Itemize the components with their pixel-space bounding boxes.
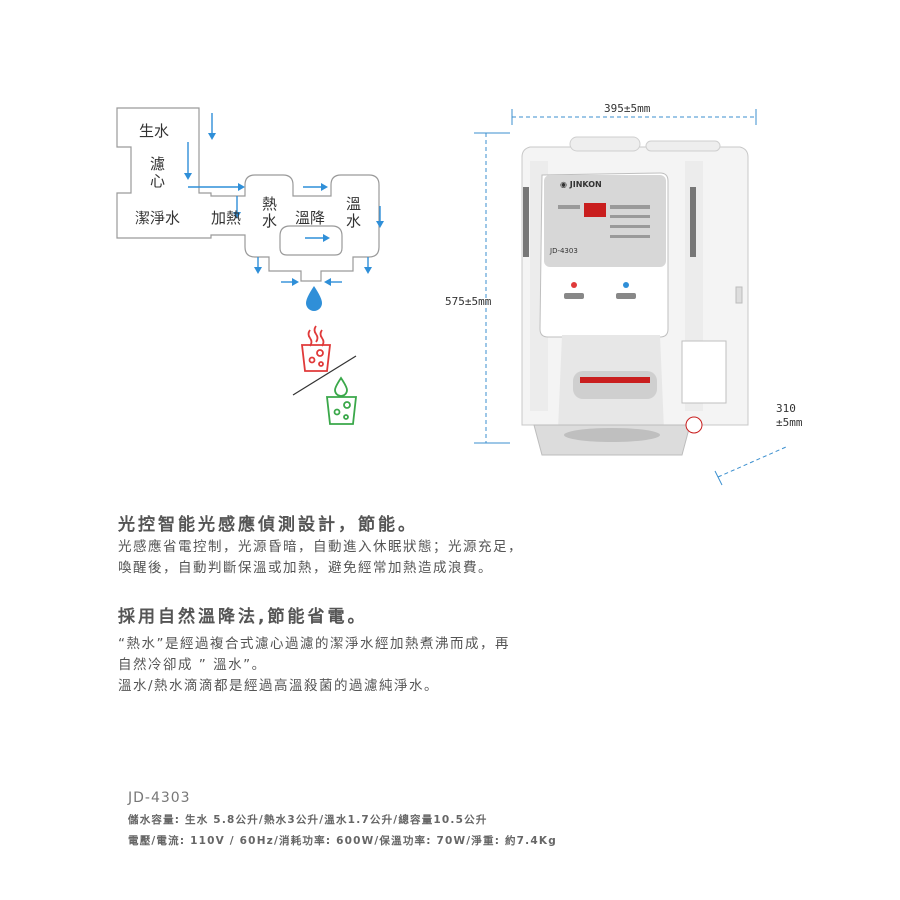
brand-name: JINKON bbox=[569, 180, 602, 189]
heating-label: 加熱 bbox=[211, 209, 242, 227]
water-flow-diagram bbox=[116, 107, 384, 425]
height-dimension: 575±5mm bbox=[445, 295, 492, 308]
flow-inner bbox=[279, 225, 343, 256]
section2-heading: 採用自然溫降法,節能省電。 bbox=[118, 607, 368, 627]
warm-water-cup-icon bbox=[325, 376, 358, 425]
flow-outline bbox=[116, 107, 380, 282]
section1-heading: 光控智能光感應偵測設計，節能。 bbox=[118, 515, 418, 535]
filter-label-2: 心 bbox=[150, 172, 166, 190]
spec-capacity: 儲水容量: 生水 5.8公升/熱水3公升/溫水1.7公升/總容量10.5公升 bbox=[128, 814, 488, 826]
depth-dimension-1: 310 bbox=[776, 402, 796, 415]
warm-water-label-1: 溫 bbox=[346, 195, 362, 213]
cooling-label: 溫降 bbox=[295, 209, 326, 227]
section1-text-2: 喚醒後，自動判斷保溫或加熱，避免經常加熱造成浪費。 bbox=[118, 560, 493, 576]
brand-logo: ◉ JINKON bbox=[560, 180, 602, 189]
raw-water-label: 生水 bbox=[139, 122, 170, 140]
hot-water-label-2: 水 bbox=[262, 212, 278, 230]
warm-water-label-2: 水 bbox=[346, 212, 362, 230]
purified-water-label: 潔淨水 bbox=[135, 209, 181, 227]
product-dimension-drawing bbox=[474, 109, 787, 486]
depth-dimension-2: ±5mm bbox=[776, 416, 803, 429]
section2-text-3: 溫水/熱水滴滴都是經過高溫殺菌的過濾純淨水。 bbox=[118, 678, 440, 694]
spec-model: JD-4303 bbox=[128, 790, 191, 806]
panel-model: JD-4303 bbox=[550, 247, 578, 255]
section1-text-1: 光感應省電控制，光源昏暗，自動進入休眠狀態；光源充足， bbox=[118, 539, 523, 555]
spec-electrical: 電壓/電流: 110V / 60Hz/消耗功率: 600W/保溫功率: 70W/… bbox=[128, 835, 557, 847]
hot-water-cup-icon bbox=[300, 325, 332, 372]
water-droplet-icon bbox=[306, 286, 322, 311]
hot-water-label-1: 熱 bbox=[262, 195, 278, 213]
width-dimension: 395±5mm bbox=[604, 102, 651, 115]
brand-logo-icon: ◉ bbox=[560, 180, 570, 189]
divider-slash bbox=[292, 355, 357, 396]
section2-text-2: 自然冷卻成 ” 溫水”。 bbox=[118, 657, 267, 673]
flow-arrows bbox=[184, 113, 384, 286]
filter-label-1: 濾 bbox=[150, 155, 166, 173]
section2-text-1: “熱水”是經過複合式濾心過濾的潔淨水經加熱煮沸而成，再 bbox=[118, 636, 510, 652]
